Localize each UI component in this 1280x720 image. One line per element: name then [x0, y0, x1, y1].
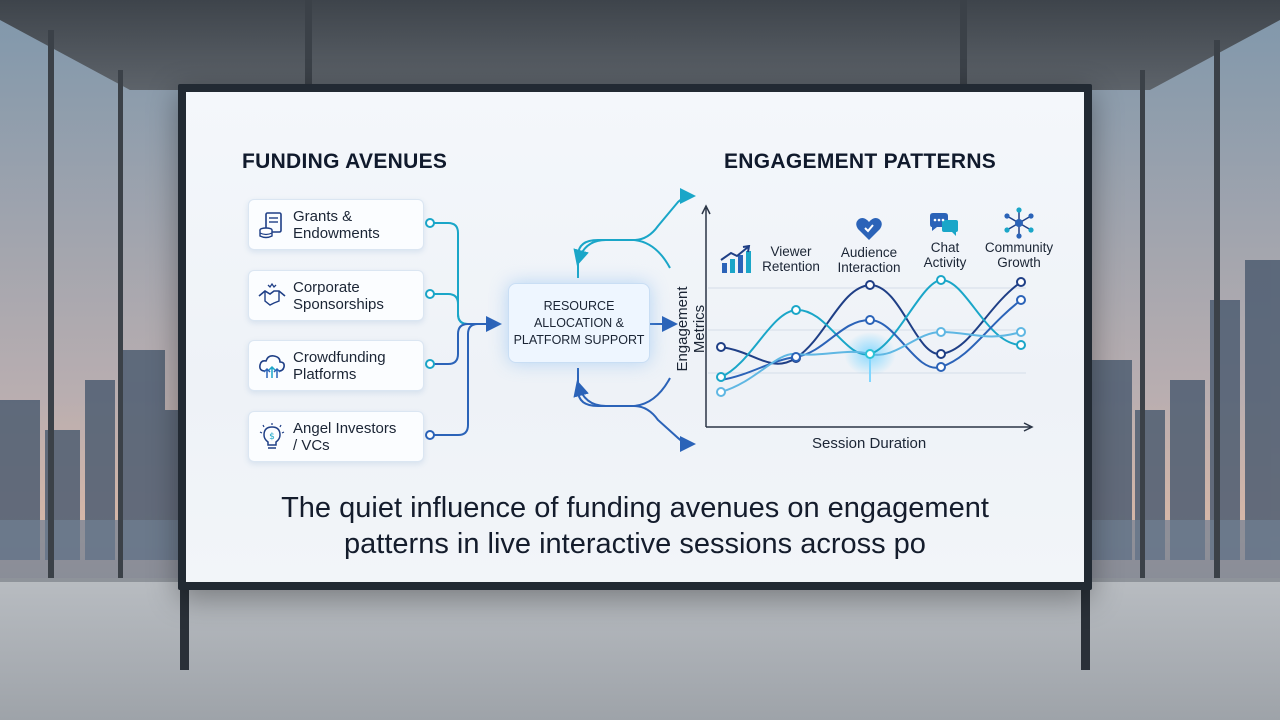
network-icon: [1004, 207, 1034, 239]
cloud-upload-icon: [259, 354, 285, 378]
board-screen: FUNDING AVENUES ENGAGEMENT PATTERNS: [186, 92, 1084, 582]
metric-audience-interaction: Audience Interaction: [837, 245, 901, 275]
connector-crowdfunding: [434, 316, 502, 365]
card-crowdfunding[interactable]: Crowdfunding Platforms: [248, 340, 424, 391]
card-corporate[interactable]: Corporate Sponsorships: [248, 270, 424, 321]
card-corporate-label: Corporate Sponsorships: [293, 278, 384, 313]
flow-connectors: [425, 188, 696, 452]
arrow-top-branch: [577, 188, 696, 278]
card-angel-investors-label: Angel Investors / VCs: [293, 419, 397, 454]
card-crowdfunding-label: Crowdfunding Platforms: [293, 348, 386, 383]
handshake-icon: [258, 282, 286, 306]
bar-chart-up-icon: [720, 245, 751, 273]
document-stack-icon: [259, 211, 282, 238]
connector-angel: [434, 323, 498, 436]
metric-chat-activity: Chat Activity: [923, 240, 967, 270]
arrow-bottom-branch: [577, 368, 696, 452]
card-grants[interactable]: Grants & Endowments: [248, 199, 424, 250]
engagement-chart: [701, 204, 1034, 432]
funding-avenues-title: FUNDING AVENUES: [242, 150, 448, 173]
metric-viewer-retention: Viewer Retention: [762, 244, 820, 274]
y-axis-label: Engagement Metrics: [674, 286, 708, 372]
chart-axes: [701, 204, 1034, 432]
presentation-board: FUNDING AVENUES ENGAGEMENT PATTERNS: [178, 84, 1092, 590]
metric-community-growth: Community Growth: [984, 240, 1054, 270]
resource-allocation-hub: RESOURCE ALLOCATION & PLATFORM SUPPORT: [508, 283, 650, 363]
chat-bubbles-icon: [930, 213, 958, 236]
heart-icon: [856, 218, 882, 240]
arrow-bottom-branch-in: [573, 380, 607, 407]
board-caption: The quiet influence of funding avenues o…: [281, 492, 989, 560]
engagement-patterns-title: ENGAGEMENT PATTERNS: [724, 150, 997, 173]
svg-text:$: $: [269, 432, 275, 442]
series-points: [716, 275, 1026, 397]
board-leg-right: [1081, 590, 1090, 670]
arrow-top-branch-down: [633, 239, 671, 269]
lightbulb-dollar-icon: $: [259, 422, 285, 449]
arrow-top-branch-in: [573, 239, 607, 266]
arrow-bottom-branch-up: [633, 377, 671, 407]
x-axis-label: Session Duration: [812, 435, 927, 452]
board-leg-left: [180, 590, 189, 670]
connector-corporate: [434, 293, 498, 325]
card-grants-label: Grants & Endowments: [293, 207, 380, 242]
card-angel-investors[interactable]: $ Angel Investors / VCs: [248, 411, 424, 462]
